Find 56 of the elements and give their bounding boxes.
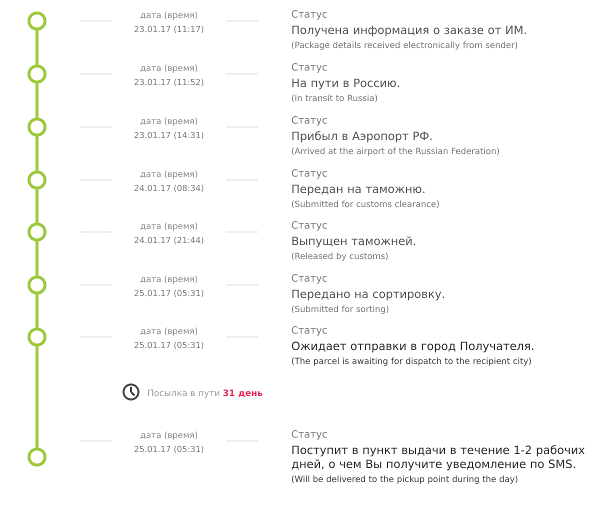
status-translation: (Submitted for customs clearance) (292, 200, 439, 208)
status-translation: (Submitted for sorting) (292, 306, 388, 314)
status-text: Передан на таможню. (292, 184, 424, 196)
date-label: дата (время) (140, 170, 198, 179)
date-time: 23.01.17 (11:52) (134, 78, 204, 86)
timeline-line (36, 84, 38, 118)
status-label: Статус (292, 116, 327, 126)
status-text: Выпущен таможней. (292, 236, 416, 248)
status-translation: (Package details received electronically from sender) (292, 42, 518, 50)
timeline-circle (28, 448, 46, 466)
timeline-circle (28, 328, 46, 346)
status-text: Получена информация о заказе от ИМ. (292, 26, 526, 36)
duration-text: Посылка в пути 31 день (148, 389, 262, 398)
date-label: дата (время) (140, 276, 198, 284)
status-text: На пути в Россию. (292, 78, 399, 90)
date-label: дата (время) (140, 12, 198, 20)
timeline-line (36, 294, 38, 328)
date-label: дата (время) (140, 432, 198, 440)
date-time: 23.01.17 (14:31) (134, 132, 204, 140)
status-translation: (Arrived at the airport of the Russian Federation) (292, 148, 499, 156)
status-translation: (Released by customs) (292, 252, 388, 261)
date-time: 25.01.17 (05:31) (134, 446, 204, 454)
status-label: Статус (292, 63, 327, 73)
timeline-circle (28, 12, 46, 30)
status-translation: (The parcel is awaiting for dispatch to the recipient city) (292, 358, 531, 366)
timeline-line (36, 346, 38, 448)
status-translation: (Will be delivered to the pickup point during the day) (292, 476, 518, 484)
date-label: дата (время) (140, 328, 198, 336)
status-label: Статус (292, 326, 327, 336)
date-time: 24.01.17 (08:34) (134, 184, 204, 192)
timeline-line (36, 136, 38, 170)
date-time: 25.01.17 (05:31) (134, 342, 204, 350)
status-label: Статус (292, 274, 327, 284)
timeline-line (36, 190, 38, 222)
status-label: Статус (292, 221, 327, 231)
date-label: дата (время) (140, 118, 198, 126)
status-label: Статус (292, 10, 327, 20)
timeline-circle (28, 170, 46, 190)
date-time: 23.01.17 (11:17) (134, 26, 204, 34)
status-text: Передано на сортировку. (292, 290, 444, 300)
date-time: 25.01.17 (05:31) (134, 290, 204, 298)
date-label: дата (время) (140, 64, 198, 73)
timeline-circle (28, 276, 46, 294)
timeline-line (36, 242, 38, 276)
status-text: Ожидает отправки в город Получателя. (292, 342, 534, 352)
status-translation: (In transit to Russia) (292, 94, 378, 102)
status-text: Прибыл в Аэропорт РФ. (292, 131, 432, 142)
status-label: Статус (292, 430, 327, 440)
status-text: Поступит в пункт выдачи в течение 1-2 рабочих дней, о чем Вы получите уведомление по SMS. (292, 445, 585, 470)
timeline-circle (28, 64, 46, 84)
timeline-line (36, 30, 38, 64)
date-label: дата (время) (140, 222, 198, 231)
status-label: Статус (292, 169, 327, 179)
timeline-circle (28, 118, 46, 136)
date-time: 24.01.17 (21:44) (134, 236, 204, 244)
timeline-circle (28, 222, 46, 242)
